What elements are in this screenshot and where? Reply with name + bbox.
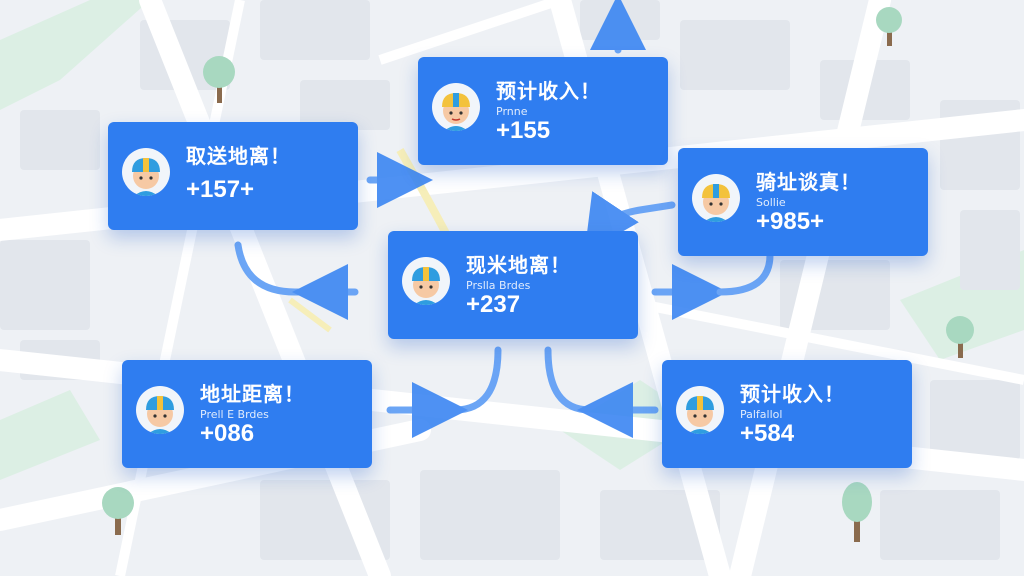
- card-title: 预计收入！: [740, 382, 845, 406]
- card-amount: +237: [466, 291, 521, 318]
- card-title: 取送地离！: [186, 144, 291, 168]
- card-subtitle: Prslla Brdes: [466, 279, 531, 292]
- order-card-address-distance[interactable]: 地址距离！ Prell E Brdes +086: [122, 360, 378, 474]
- rider-avatar-icon: [402, 257, 450, 305]
- card-amount: +086: [200, 420, 255, 447]
- card-amount: +584: [740, 420, 795, 447]
- card-subtitle: Palfallol: [740, 408, 783, 421]
- order-card-estimated-income-2[interactable]: 预计收入！ Palfallol +584: [662, 360, 918, 474]
- card-title: 现米地离！: [466, 253, 571, 277]
- rider-avatar-icon: [122, 148, 170, 196]
- rider-avatar-icon: [432, 83, 480, 131]
- card-subtitle: Sollie: [756, 196, 786, 209]
- card-title: 骑址谈真！: [756, 170, 861, 194]
- rider-avatar-icon: [676, 386, 724, 434]
- card-subtitle: Prell E Brdes: [200, 408, 269, 421]
- card-title: 预计收入！: [496, 79, 601, 103]
- arrow-card1-down-to-center: [234, 241, 322, 296]
- order-card-current-distance[interactable]: 现米地离！ Prslla Brdes +237: [388, 231, 644, 345]
- rider-avatar-icon: [692, 174, 740, 222]
- order-card-rider-info[interactable]: 骑址谈真！ Sollie +985+: [678, 148, 934, 262]
- order-card-pickup-distance[interactable]: 取送地离！ +157+: [108, 122, 364, 236]
- card-subtitle: Prnne: [496, 105, 528, 118]
- arrow-card3-down: [716, 251, 774, 296]
- order-card-estimated-income[interactable]: 预计收入！ Prnne +155: [418, 57, 674, 171]
- rider-avatar-icon: [136, 386, 184, 434]
- arrow-center-down-left: [416, 346, 502, 414]
- card-amount: +985+: [756, 208, 825, 235]
- card-title: 地址距离！: [200, 382, 305, 406]
- tree-icon: [203, 56, 235, 103]
- arrow-card3-to-card2: [584, 191, 676, 254]
- card-amount: +157+: [186, 176, 255, 203]
- card-amount: +155: [496, 117, 551, 144]
- arrow-center-down-right: [544, 346, 594, 414]
